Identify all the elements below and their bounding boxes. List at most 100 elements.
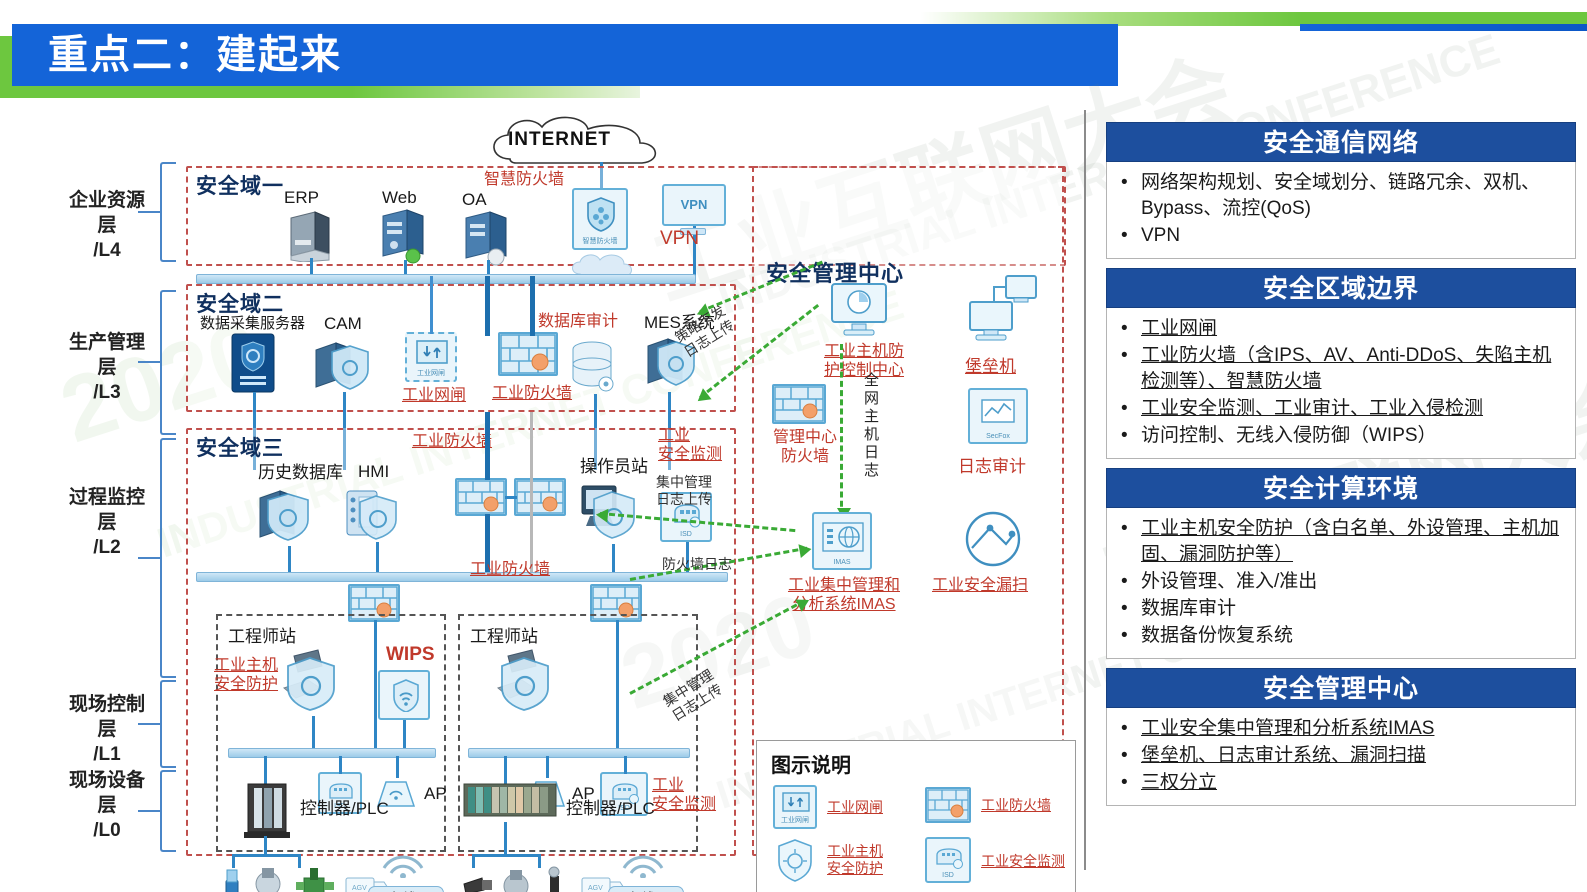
wire-isd-left: [339, 756, 342, 774]
list-item: 工业防火墙（含IPS、AV、Anti-DDoS、失陷主机检测等）、智慧防火墙: [1115, 343, 1569, 395]
oa-server-icon: [465, 211, 507, 266]
web-label: Web: [382, 188, 417, 207]
cam-host-icon: [315, 342, 369, 390]
log-audit-label: 日志审计: [958, 457, 1026, 476]
bus-l1-right: [468, 748, 690, 758]
section-header-4: 安全管理中心: [1106, 668, 1576, 708]
host-log-annotation: 全网主机日志: [862, 372, 879, 480]
security-domain-2-title: 安全域二: [196, 293, 284, 316]
ind-sec-monitor-line1: 工业: [658, 427, 691, 444]
isd-icon-text: ISD: [680, 531, 692, 538]
title-banner: [12, 24, 1118, 86]
web-server-icon: [382, 209, 424, 264]
layer-brace-stem: [138, 723, 160, 725]
oa-label: OA: [462, 190, 487, 209]
bus-l2: [196, 572, 728, 582]
wire-field-right-d2: [538, 854, 541, 868]
industrial-gateway-icon: 工业网闸: [405, 332, 457, 382]
list-item-text: 网络架构规划、安全域划分、链路冗余、双机、Bypass、流控(QoS): [1141, 172, 1541, 219]
list-item: 堡垒机、日志审计系统、漏洞扫描: [1115, 743, 1569, 769]
isd-icon-text: ISD: [618, 805, 630, 812]
layer-code: /L4: [93, 240, 121, 261]
mgmt-fw-line2: 防火墙: [780, 448, 829, 465]
list-item: 数据库审计: [1115, 596, 1569, 622]
log-upload2-text: 日志上传: [656, 491, 712, 507]
history-db-label: 历史数据库: [258, 463, 343, 482]
industrial-firewall-label-d3bottom: 工业防火墙: [470, 561, 551, 578]
wire-ap-right: [546, 756, 549, 778]
wire-hmi: [376, 542, 379, 574]
wire-backbone-grey: [530, 412, 533, 574]
security-domain-2-box: [186, 284, 736, 412]
wire-vpn: [693, 226, 696, 278]
wire-wips: [403, 720, 406, 752]
vpn-icon-text: VPN: [680, 197, 708, 212]
wire-oa: [487, 260, 490, 276]
imas-label: 工业集中管理和 分析系统IMAS: [776, 576, 912, 614]
section-header-1: 安全通信网络: [1106, 122, 1576, 162]
wips-label: WIPS: [386, 644, 435, 665]
imas-icon: IMAS: [812, 512, 872, 570]
layer-code: /L0: [93, 820, 121, 841]
wire-internet-to-firewall: [600, 162, 603, 192]
wire-fw-link: [505, 496, 517, 499]
legend-gateway-icon-text: 工业网闸: [781, 817, 809, 824]
wire-field-right: [504, 822, 507, 856]
layer-name: 企业资源层: [68, 190, 145, 236]
wire-plc-right: [504, 756, 507, 784]
list-item-text: 三权分立: [1141, 772, 1218, 793]
top-accent-bar: [0, 12, 1587, 26]
database-icon: [572, 341, 614, 392]
host-protection-label: 工业主机 安全防护: [214, 656, 278, 694]
wire-isd: [686, 542, 689, 574]
host-log-arrow: [837, 344, 851, 520]
smart-firewall-label: 智慧防火墙: [484, 171, 565, 188]
imas-line1: 工业集中管理和: [787, 577, 900, 594]
wire-field-left: [264, 836, 267, 856]
section-body-1: 网络架构规划、安全域划分、链路冗余、双机、Bypass、流控(QoS) VPN: [1106, 162, 1576, 259]
list-item: 访问控制、无线入侵防御（WIPS）: [1115, 423, 1569, 449]
list-item-text: 工业安全集中管理和分析系统IMAS: [1141, 718, 1435, 739]
plc-right-icon: [463, 783, 557, 817]
list-item-text: 访问控制、无线入侵防御（WIPS）: [1141, 425, 1437, 446]
wire-fw-to-bus1: [374, 620, 377, 752]
host-protect-line2: 安全防护: [214, 676, 279, 693]
internet-label: INTERNET: [508, 129, 611, 150]
ind-sec-monitor-line2: 安全监测: [658, 446, 723, 463]
section-body-2: 工业网闸 工业防火墙（含IPS、AV、Anti-DDoS、失陷主机检测等）、智慧…: [1106, 308, 1576, 459]
legend-box: 图示说明 工业网闸 工业网闸: [756, 740, 1076, 892]
cam-label: CAM: [324, 314, 362, 333]
eng-workstation-2-icon: [496, 649, 549, 711]
legend-title: 图示说明: [771, 755, 851, 777]
layer-label-l1: 现场控制层 /L1: [64, 692, 150, 767]
ap-left-label: AP: [424, 784, 447, 803]
wire-web: [404, 260, 407, 276]
legend-host-line1: 工业主机: [827, 843, 883, 859]
monitor-right-line1: 工业: [652, 777, 685, 794]
data-collector-label: 数据采集服务器: [200, 315, 306, 332]
mes-label: MES系统: [644, 313, 715, 332]
list-item: 数据备份恢复系统: [1115, 623, 1569, 649]
industrial-firewall-icon: [455, 478, 507, 516]
list-item: 三权分立: [1115, 770, 1569, 796]
field-devices-left-icon: AGV: [225, 868, 389, 892]
plc-left-label: 控制器/PLC: [300, 799, 389, 818]
legend-isd-icon-text: ISD: [942, 872, 954, 879]
ap-left-icon: [376, 781, 416, 807]
mgmt-center-firewall-icon: [772, 384, 826, 424]
smart-firewall-icon-text: 智慧防火墙: [582, 238, 618, 245]
layer-brace-l4: [160, 162, 176, 262]
list-item-text: 工业安全监测、工业审计、工业入侵检测: [1141, 398, 1484, 419]
list-item: 外设管理、准入/准出: [1115, 569, 1569, 595]
industrial-firewall-icon: [498, 332, 558, 376]
wire-mes: [668, 392, 671, 470]
vuln-scan-label: 工业安全漏扫: [932, 577, 1029, 594]
list-item-text: 外设管理、准入/准出: [1141, 571, 1318, 592]
history-db-icon: [259, 490, 309, 541]
isd-icon-text: ISD: [334, 803, 346, 810]
layer-brace-stem: [138, 557, 160, 559]
security-monitor-icon: ISD: [660, 492, 712, 542]
layer-code: /L1: [93, 744, 121, 765]
log-audit-icon: SecFox: [968, 388, 1028, 444]
vpn-label: VPN: [660, 228, 700, 249]
